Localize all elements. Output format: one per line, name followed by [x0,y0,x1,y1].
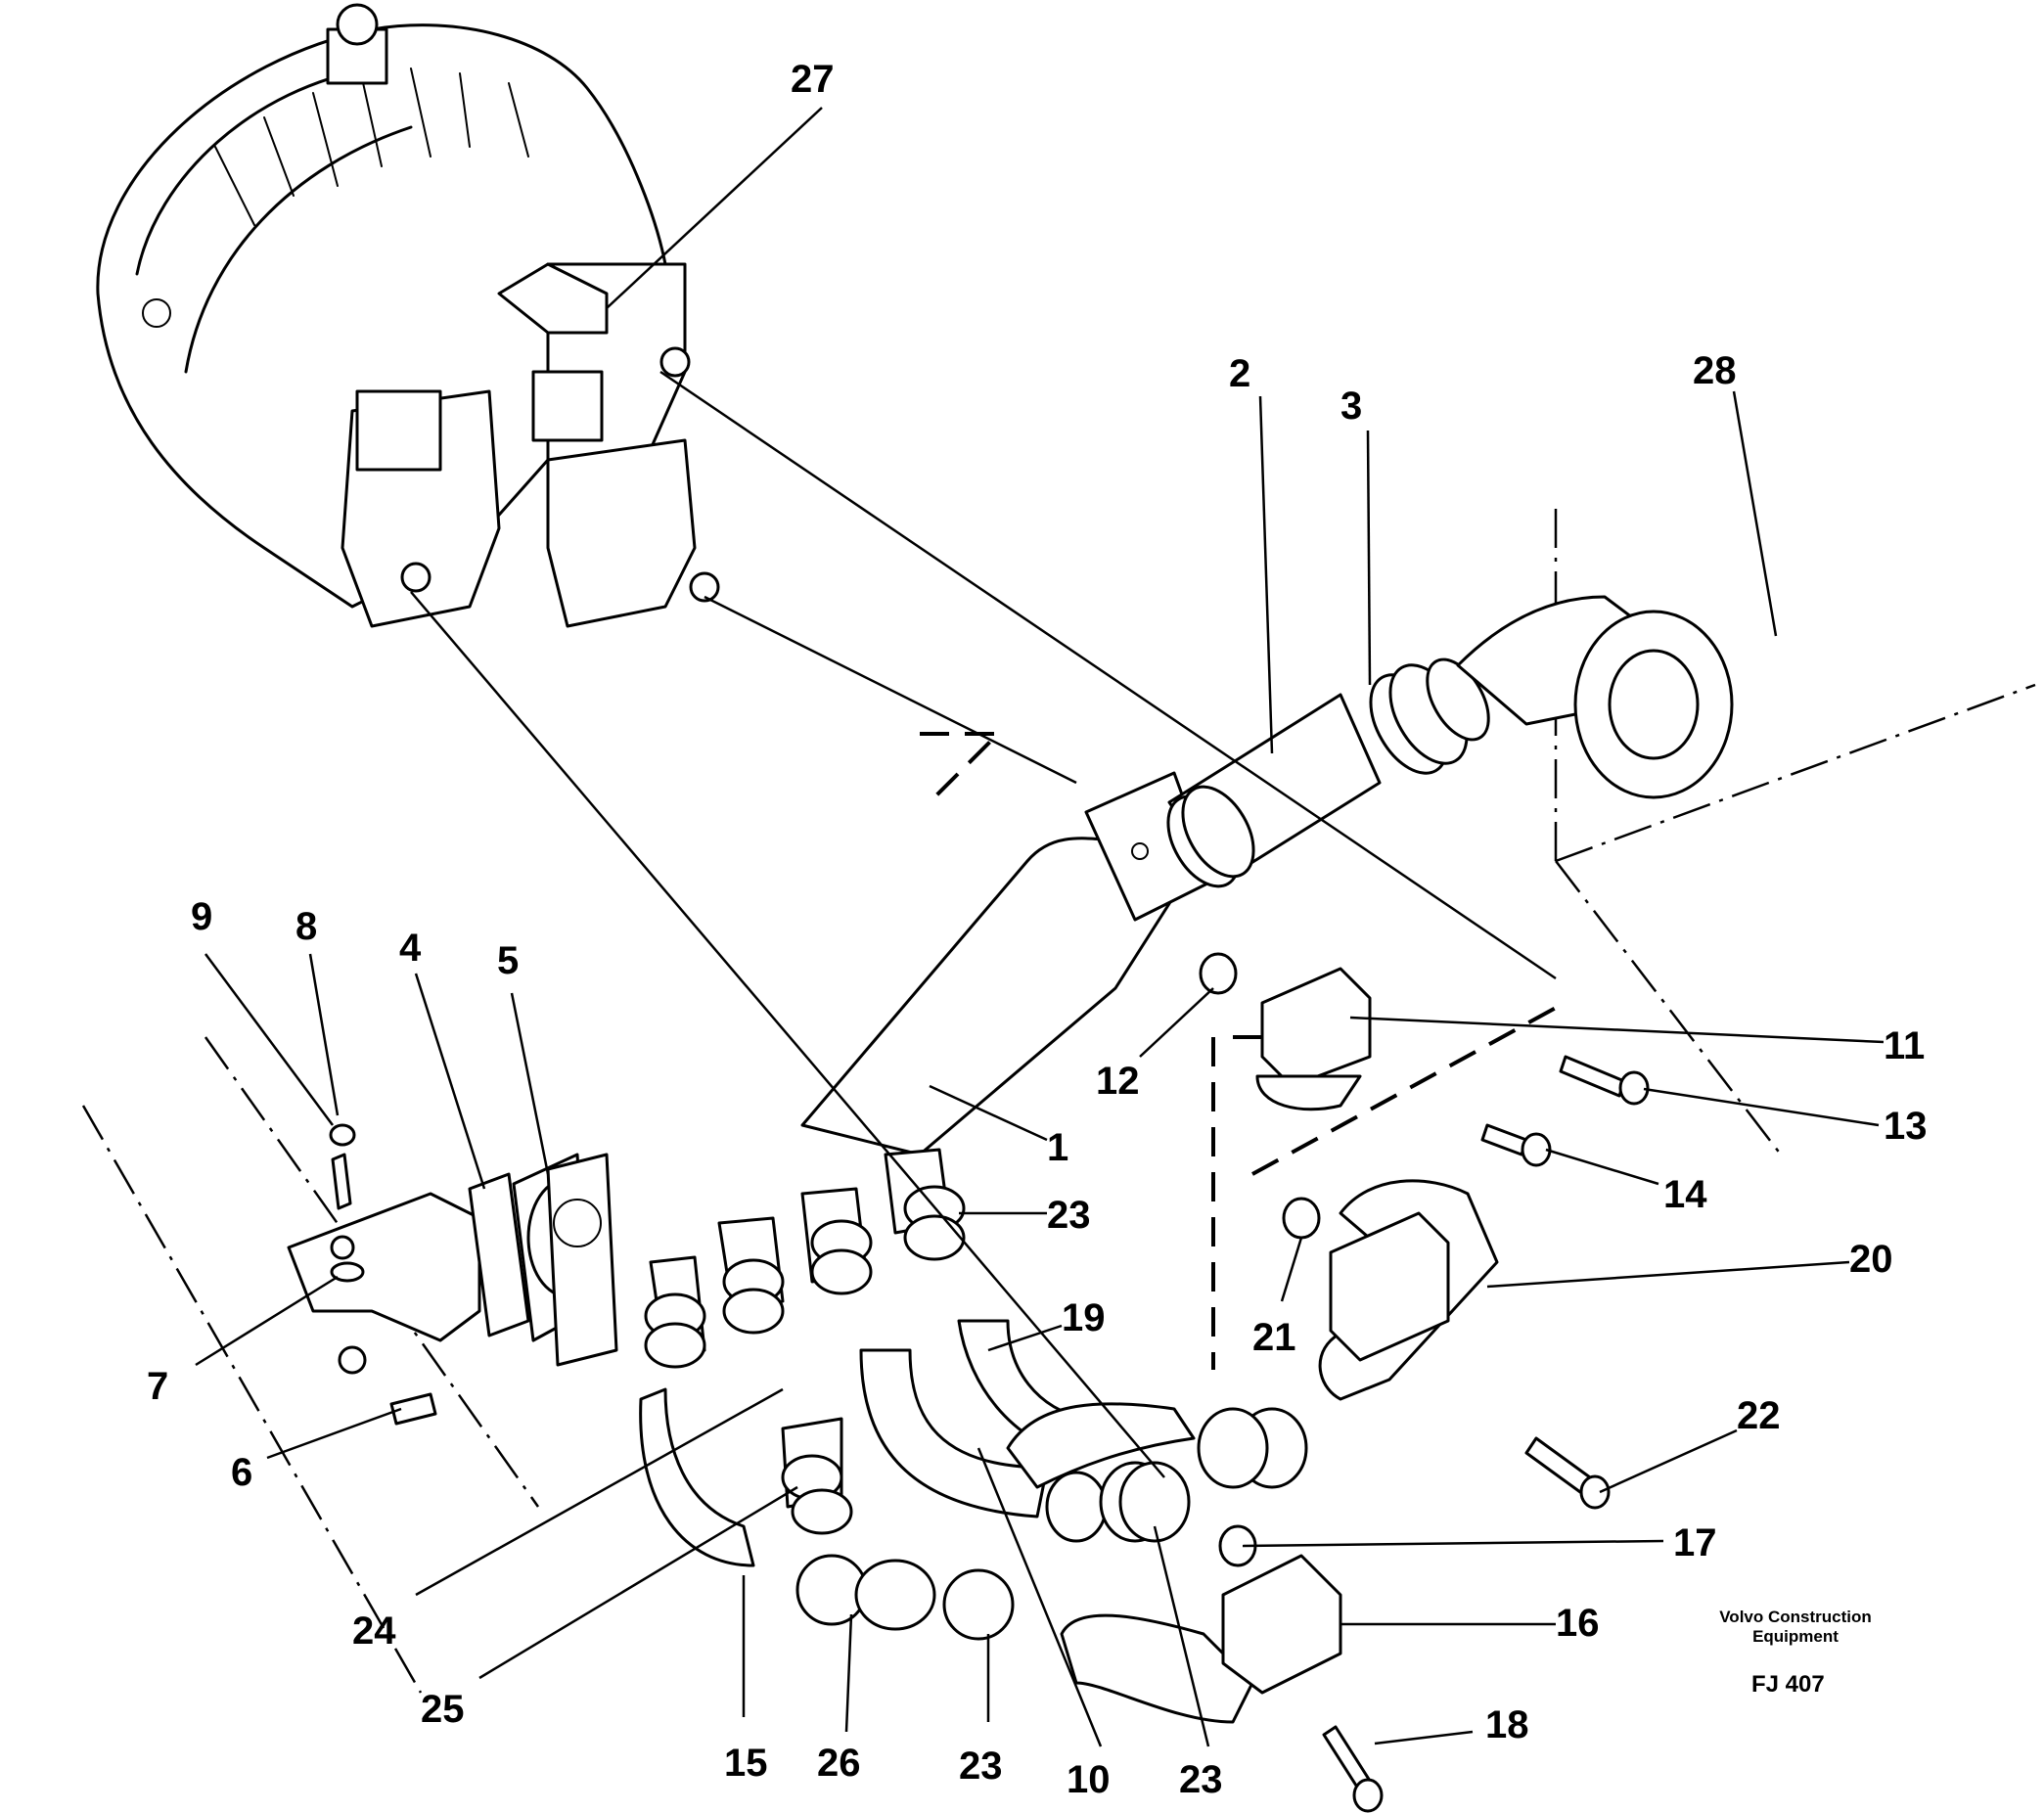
callout-4: 4 [399,927,422,970]
mounting-bracket [287,1123,618,1426]
block-connectors [1199,952,1450,1695]
figure-code: FJ 407 [1751,1671,1825,1698]
callout-1: 1 [1047,1126,1068,1169]
callout-8: 8 [295,905,317,948]
callout-6: 6 [231,1451,252,1494]
callout-15: 15 [724,1742,768,1785]
callout-12: 12 [1096,1060,1140,1103]
publisher-credit: Volvo Construction Equipment [1719,1608,1872,1646]
callout-23-bottom-right: 23 [1179,1758,1223,1801]
callout-5: 5 [497,939,519,982]
pump-assembly [96,3,720,628]
callout-labels: 27 2 3 28 9 8 4 5 7 6 1 12 11 13 14 23 1… [147,58,1928,1801]
callout-20: 20 [1849,1238,1893,1281]
callout-2: 2 [1229,352,1250,395]
callout-27: 27 [791,58,835,101]
callout-22: 22 [1737,1394,1781,1437]
callout-16: 16 [1556,1602,1600,1645]
leader-lines [195,107,1885,1747]
callout-3: 3 [1340,385,1362,428]
callout-28: 28 [1693,349,1737,392]
callout-13: 13 [1884,1105,1928,1148]
callout-21: 21 [1252,1316,1296,1359]
callout-10: 10 [1067,1758,1111,1801]
callout-19: 19 [1062,1296,1106,1339]
pipe-2 [1166,657,1490,888]
tube-assembly [639,1148,1499,1724]
callout-23-top: 23 [1047,1194,1091,1237]
callout-23-bottom-left: 23 [959,1745,1003,1788]
callout-26: 26 [817,1742,861,1785]
callout-18: 18 [1485,1703,1529,1746]
elbow-28 [1456,595,1734,799]
callout-17: 17 [1673,1521,1717,1564]
callout-14: 14 [1663,1173,1707,1216]
pipe-1 [800,771,1215,1156]
callout-25: 25 [421,1688,465,1731]
callout-9: 9 [191,895,212,938]
callout-7: 7 [147,1365,168,1408]
callout-11: 11 [1884,1024,1925,1067]
callout-24: 24 [352,1609,396,1653]
bolts [1322,1055,1650,1813]
